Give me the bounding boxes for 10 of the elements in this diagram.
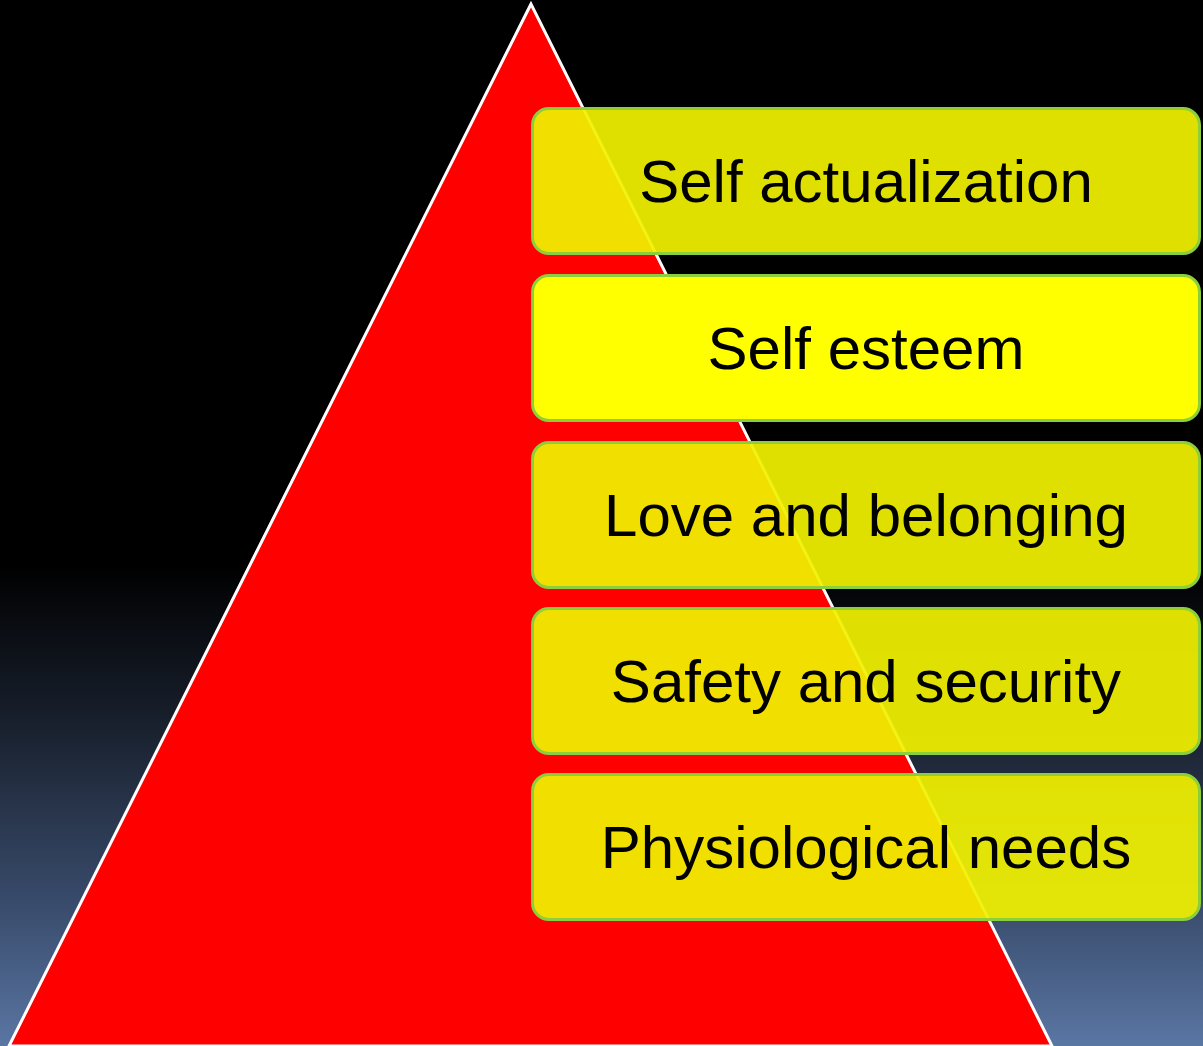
level-box <box>531 607 1201 755</box>
level-label: Physiological needs <box>600 812 1132 882</box>
level-box <box>531 441 1201 589</box>
level-label: Safety and security <box>610 646 1122 716</box>
level-box <box>531 107 1201 255</box>
level-box <box>531 274 1201 422</box>
level-label: Self actualization <box>639 146 1093 216</box>
level-label: Self esteem <box>707 313 1025 383</box>
level-box <box>531 773 1201 921</box>
level-label: Love and belonging <box>604 480 1128 550</box>
